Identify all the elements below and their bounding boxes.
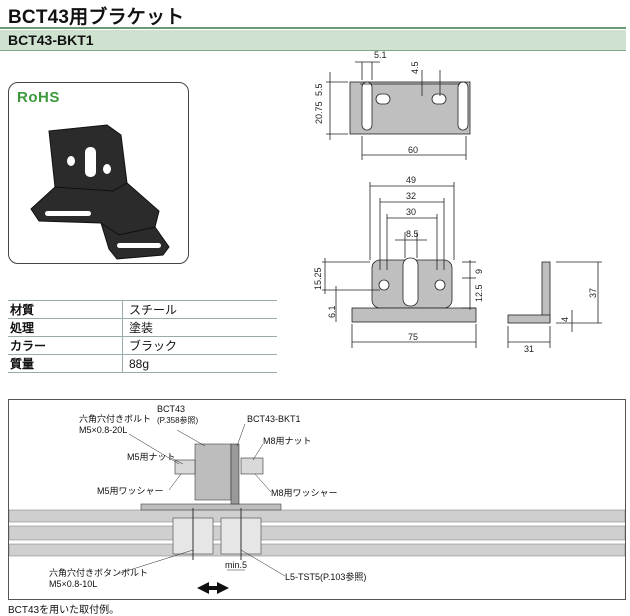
label-button-bolt-size: M5×0.8-10L: [49, 579, 97, 589]
dim-31: 31: [524, 344, 534, 354]
dim-6-1: 6.1: [327, 305, 337, 318]
label-min5: min.5: [225, 560, 247, 570]
spec-row: カラーブラック: [8, 336, 277, 355]
dim-60: 60: [408, 145, 418, 155]
dim-12-5: 12.5: [474, 284, 484, 302]
label-bracket: BCT43-BKT1: [247, 414, 301, 424]
spec-value: 塗装: [122, 318, 277, 337]
spec-value: 88g: [122, 354, 277, 373]
spec-key: 材質: [8, 300, 123, 319]
title-underline: [0, 27, 626, 29]
label-m5-washer: M5用ワッシャー: [97, 486, 164, 496]
model-number: BCT43-BKT1: [8, 32, 94, 48]
spec-value: ブラック: [122, 336, 277, 355]
dim-37: 37: [588, 288, 598, 298]
bracket-image: [30, 124, 170, 260]
dim-75: 75: [408, 332, 418, 342]
label-bct43: BCT43: [157, 404, 185, 414]
spec-key: カラー: [8, 336, 123, 355]
dim-4-5: 4.5: [410, 61, 420, 74]
label-hex-bolt: 六角穴付きボルト: [79, 413, 151, 424]
label-button-bolt: 六角穴付きボタンボルト: [49, 567, 148, 578]
caption: BCT43を用いた取付例。: [8, 605, 120, 616]
spec-key: 質量: [8, 354, 123, 373]
dim-20-75: 20.75: [314, 101, 324, 124]
label-m8-washer: M8用ワッシャー: [271, 488, 338, 498]
dim-8-5: 8.5: [406, 229, 419, 239]
rohs-mark: RoHS: [17, 89, 60, 106]
model-header: BCT43-BKT1: [0, 30, 626, 51]
dim-30: 30: [406, 207, 416, 217]
technical-drawing: 5.1 4.5 20.75 5.5 60 49 32 30 8.5 15.25 …: [313, 50, 602, 354]
label-bct43-ref: (P.358参照): [157, 415, 199, 425]
page-title: BCT43用ブラケット: [8, 7, 185, 28]
dim-4: 4: [560, 317, 570, 322]
assembly-drawing: 六角穴付きボルト M5×0.8-20L BCT43 (P.358参照) BCT4…: [8, 404, 626, 594]
spec-value: スチール: [122, 300, 277, 319]
label-tst: L5-TST5(P.103参照): [285, 571, 366, 582]
dim-32: 32: [406, 191, 416, 201]
label-m8-nut: M8用ナット: [263, 436, 312, 446]
dim-5-5: 5.5: [314, 83, 324, 96]
assembly-box: 六角穴付きボルト M5×0.8-20L BCT43 (P.358参照) BCT4…: [8, 399, 626, 600]
product-photo: RoHS: [8, 82, 189, 264]
spec-row: 材質スチール: [8, 300, 277, 319]
label-m5-nut: M5用ナット: [127, 452, 176, 462]
dim-49: 49: [406, 175, 416, 185]
spec-row: 処理塗装: [8, 318, 277, 337]
dim-9: 9: [474, 269, 484, 274]
dim-5-1: 5.1: [374, 50, 387, 60]
spec-key: 処理: [8, 318, 123, 337]
label-hex-bolt-size: M5×0.8-20L: [79, 425, 127, 435]
dim-15-25: 15.25: [313, 267, 323, 290]
